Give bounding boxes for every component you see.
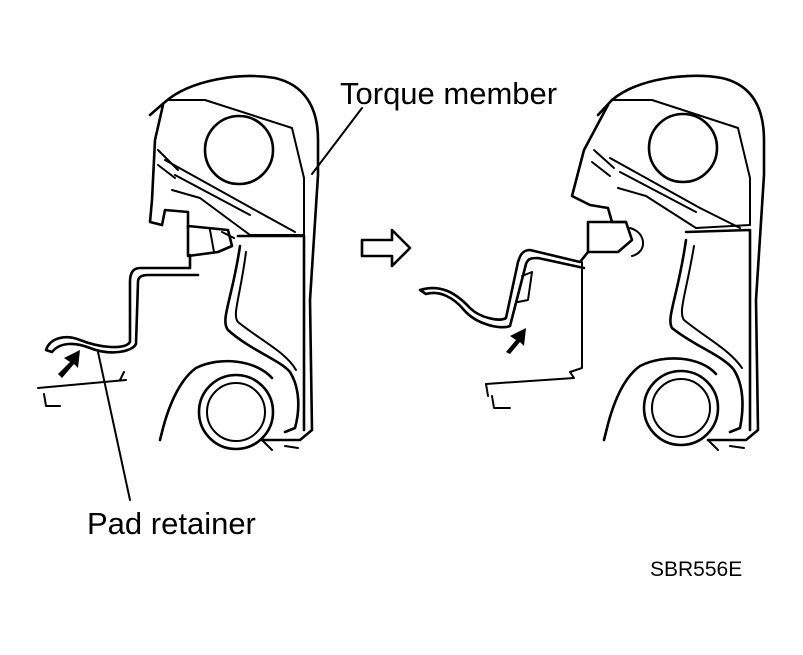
upper-web-left [164,159,296,233]
base-line-left [37,371,299,451]
torque-member-outline-left [148,74,320,442]
transition-arrow [360,228,412,268]
pad-retainer-spring-left [44,253,200,354]
leader-pad-retainer [97,351,131,501]
base-line-right [485,383,745,451]
right-caliper-assembly [418,74,766,451]
upper-pin-bore-right [647,112,719,184]
torque-member-label: Torque member [340,76,557,111]
lower-arc-left [158,359,274,442]
leader-torque-member [311,107,363,175]
upper-clip-left [148,103,190,230]
torque-member-pocket-left [167,99,305,236]
pad-guide-detail-left [209,229,235,253]
upper-clip-tab-right [591,149,615,177]
figure-code: SBR556E [650,558,742,581]
left-caliper-assembly [37,74,320,451]
push-arrow-left [58,350,80,378]
lower-pin-bore-right [642,369,720,447]
pad-guide-block-right [586,220,634,254]
pad-guide-detail-right [629,227,644,257]
pad-guide-block-left [186,224,234,258]
caliper-bracket-inner-left [234,251,297,371]
torque-member-pocket-right [613,99,751,229]
torque-member-side-right [485,261,583,385]
torque-member-outline-right [596,74,766,442]
push-arrow-right [506,328,526,354]
caliper-bracket-inner-right [680,245,743,369]
caliper-bracket-left [224,234,306,434]
upper-clip-tab-left [157,149,179,179]
caliper-bracket-right [669,228,752,434]
lower-pin-bore-inner-left [206,382,266,442]
spring-tab-right [517,271,533,303]
upper-web-right [609,157,741,229]
lower-arc-right [602,357,718,442]
pad-retainer-spring-right [418,248,590,329]
upper-pin-bore-left [203,114,275,186]
pad-retainer-label: Pad retainer [87,506,256,541]
lower-pin-bore-left [197,373,275,451]
lower-pin-bore-inner-right [651,378,711,438]
